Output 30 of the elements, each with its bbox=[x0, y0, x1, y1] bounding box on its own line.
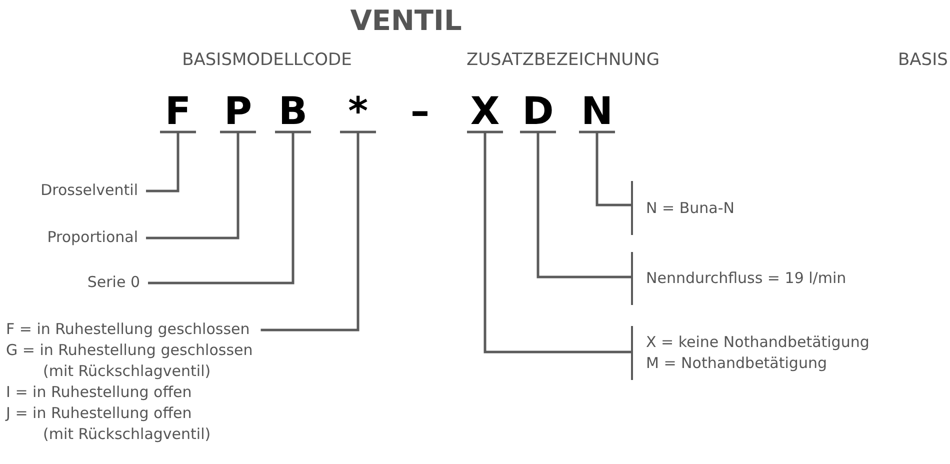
description-text: I = in Ruhestellung offen bbox=[6, 382, 193, 403]
title: VENTIL bbox=[349, 4, 463, 37]
leader-line bbox=[518, 130, 631, 278]
code-letter: F bbox=[164, 91, 192, 131]
leader-line bbox=[466, 130, 631, 354]
code-letter: X bbox=[469, 91, 501, 131]
description-text: Nenndurchfluss = 19 l/min bbox=[646, 268, 848, 289]
leader-line bbox=[146, 130, 198, 192]
code-letter: B bbox=[278, 91, 308, 131]
leader-line bbox=[146, 130, 258, 240]
leader-line bbox=[578, 130, 631, 206]
code-letter: N bbox=[580, 91, 614, 131]
code-letter: * bbox=[347, 91, 369, 131]
leader-line bbox=[260, 130, 378, 332]
description-text: F = in Ruhestellung geschlossen bbox=[6, 319, 251, 340]
description-text: M = Nothandbetätigung bbox=[646, 353, 828, 374]
description-text: Proportional bbox=[47, 227, 138, 248]
description-text: Drosselventil bbox=[40, 180, 138, 201]
section-heading: BASIS bbox=[898, 50, 948, 70]
code-letter: P bbox=[223, 91, 253, 131]
section-heading: ZUSATZBEZEICHNUNG bbox=[465, 50, 661, 70]
description-text: X = keine Nothandbetätigung bbox=[646, 332, 870, 353]
code-letter: D bbox=[521, 91, 555, 131]
description-text: Serie 0 bbox=[87, 272, 140, 293]
description-text: G = in Ruhestellung geschlossen (mit Rückschlagventil) bbox=[6, 340, 253, 382]
section-heading: BASISMODELLCODE bbox=[181, 50, 353, 70]
leader-line bbox=[148, 130, 312, 284]
description-text: N = Buna-N bbox=[646, 198, 736, 218]
description-text: J = in Ruhestellung offen (mit Rückschlagventil) bbox=[6, 403, 212, 445]
separator-dash: – bbox=[410, 91, 430, 131]
